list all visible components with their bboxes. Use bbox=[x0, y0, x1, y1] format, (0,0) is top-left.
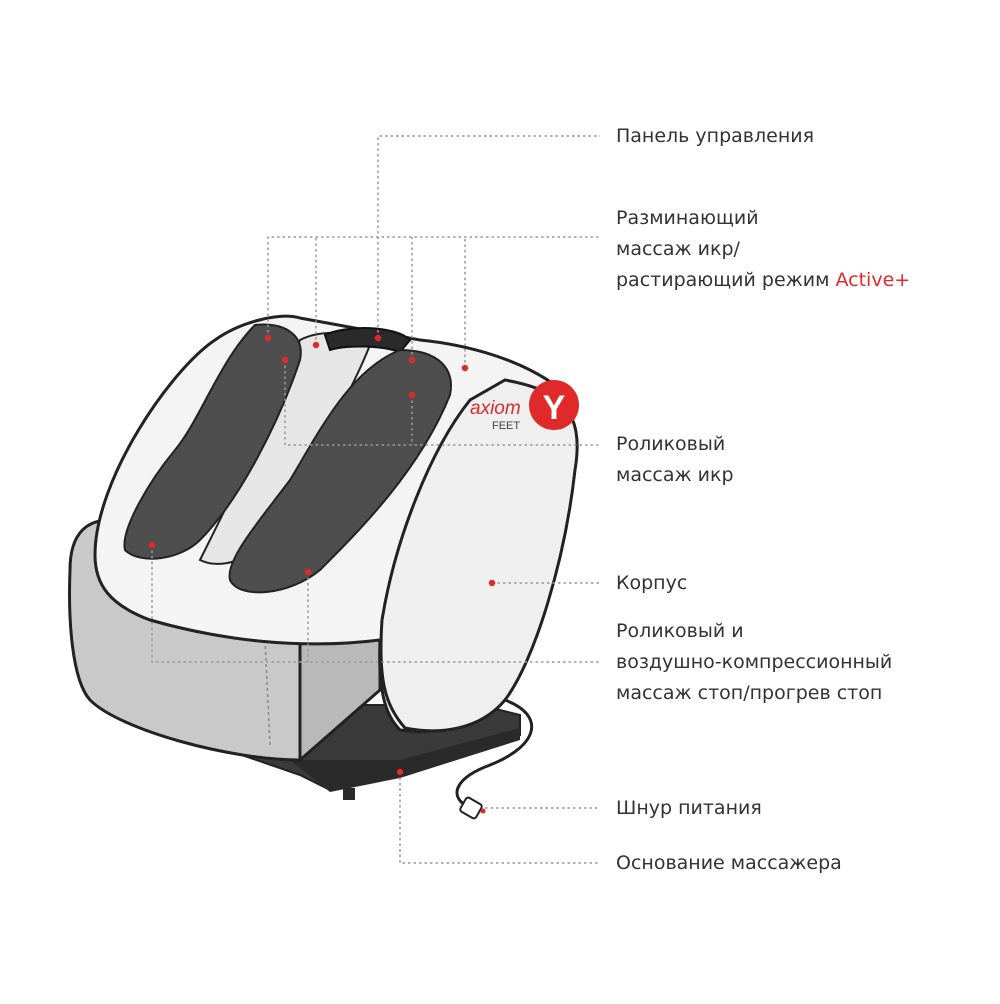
power-cord bbox=[455, 698, 534, 820]
calf-foot-pads bbox=[123, 323, 452, 594]
brand-logo: axiom FEET Y bbox=[470, 380, 579, 432]
callout-foot-massage-line1: Роликовый и bbox=[616, 620, 744, 642]
callout-roller-calf-line2: массаж икр bbox=[616, 464, 734, 486]
callout-control-panel: Панель управления bbox=[616, 121, 814, 152]
callout-kneading: Разминающий массаж икр/ растирающий режи… bbox=[616, 203, 910, 296]
leader-kneading bbox=[267, 236, 600, 338]
leader-roller-calf bbox=[284, 360, 600, 446]
leader-lines bbox=[151, 135, 600, 864]
leader-foot-massage bbox=[151, 545, 600, 663]
callout-base: Основание массажера bbox=[616, 848, 842, 879]
callout-roller-calf: Роликовый массаж икр bbox=[616, 429, 734, 491]
callout-foot-massage-line3: массаж стоп/прогрев стоп bbox=[616, 682, 883, 704]
logo-emblem: Y bbox=[543, 389, 566, 427]
callout-foot-massage-line2: воздушно-компрессионный bbox=[616, 651, 893, 673]
logo-emblem-icon bbox=[529, 380, 579, 430]
callout-kneading-line1: Разминающий bbox=[616, 207, 759, 229]
callout-base-text: Основание массажера bbox=[616, 852, 842, 874]
callout-kneading-line3-prefix: растирающий режим bbox=[616, 269, 836, 291]
callout-kneading-active-plus: Active+ bbox=[835, 269, 911, 291]
callout-control-panel-text: Панель управления bbox=[616, 125, 815, 147]
logo-sub: FEET bbox=[492, 420, 520, 432]
callout-power-cord: Шнур питания bbox=[616, 793, 762, 824]
callout-kneading-line3: растирающий режим Active+ bbox=[616, 265, 910, 296]
callout-foot-massage: Роликовый и воздушно-компрессионный масс… bbox=[616, 616, 892, 709]
callout-power-cord-text: Шнур питания bbox=[616, 797, 762, 819]
callout-body: Корпус bbox=[616, 568, 687, 599]
leader-base bbox=[399, 772, 600, 864]
callout-body-text: Корпус bbox=[616, 572, 688, 594]
logo-brand: axiom bbox=[470, 398, 521, 419]
callout-kneading-line2: массаж икр/ bbox=[616, 238, 740, 260]
callout-roller-calf-line1: Роликовый bbox=[616, 433, 726, 455]
anchor-dots bbox=[148, 334, 496, 776]
leader-control-panel bbox=[377, 135, 600, 338]
